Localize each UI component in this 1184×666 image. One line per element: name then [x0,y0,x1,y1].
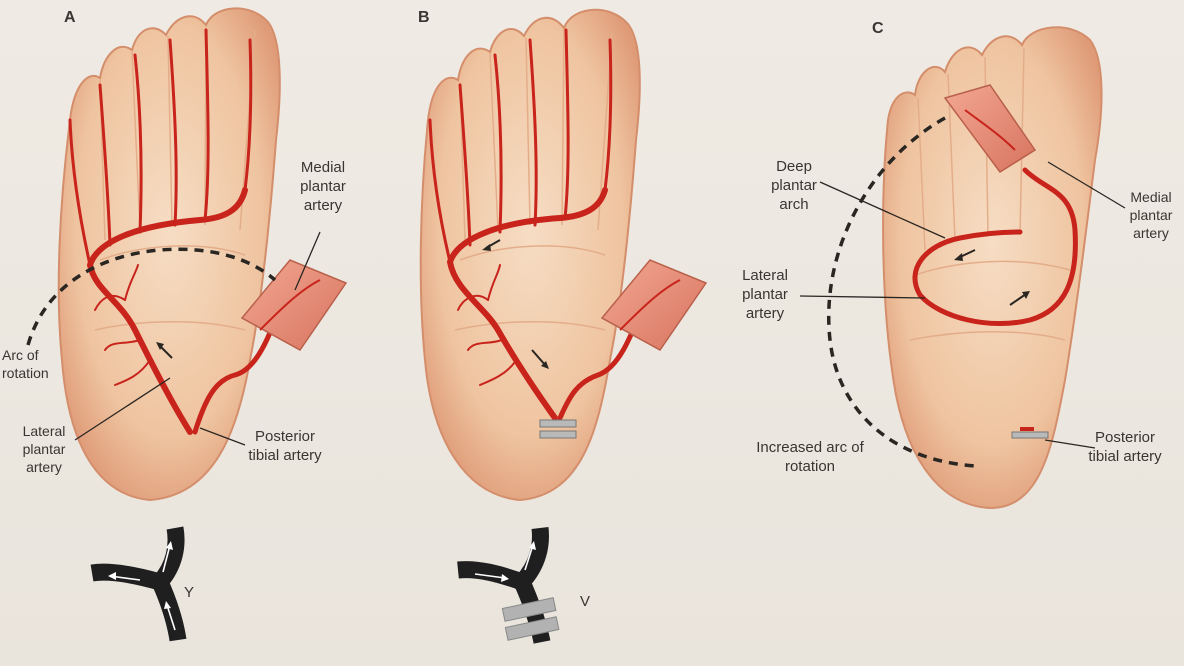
label-medial-plantar-artery-c: Medial plantar artery [1129,189,1173,241]
foot-a [26,7,348,502]
label-medial-plantar-artery-a: Medial plantar artery [300,159,346,214]
panel-a-letter: A [64,9,76,26]
foot-b [419,8,708,502]
schematic-v [457,527,560,644]
label-posterior-tibial-artery-a: Posterior tibial artery [248,428,322,464]
label-arc-of-rotation: Arc of rotation [2,347,49,381]
artery-loop-c [912,167,1078,327]
arc-of-rotation-a [26,247,277,346]
foot-c [799,26,1126,510]
label-increased-arc-of-rotation: Increased arc of rotation [756,439,864,475]
label-lateral-plantar-artery-c: Lateral plantar artery [742,267,788,322]
label-lateral-plantar-artery-a: Lateral plantar artery [22,423,66,475]
foot-c-sole [882,26,1103,510]
clamp-b [539,419,577,439]
schematic-v-letter: V [579,593,590,610]
clamp-c [1011,427,1049,439]
foot-a-arteries [68,28,288,435]
arc-of-rotation-c [827,116,976,468]
clamp-v [501,597,560,641]
panel-b-letter: B [418,9,430,26]
label-posterior-tibial-artery-c: Posterior tibial artery [1088,429,1162,465]
panel-c-letter: C [872,20,884,37]
schematic-y-letter: Y [183,584,194,601]
foot-b-arteries [428,28,648,421]
schematic-y [90,526,187,642]
flap-b [600,259,708,351]
foot-a-bones [94,27,256,331]
label-deep-plantar-arch: Deep plantar arch [771,158,817,213]
